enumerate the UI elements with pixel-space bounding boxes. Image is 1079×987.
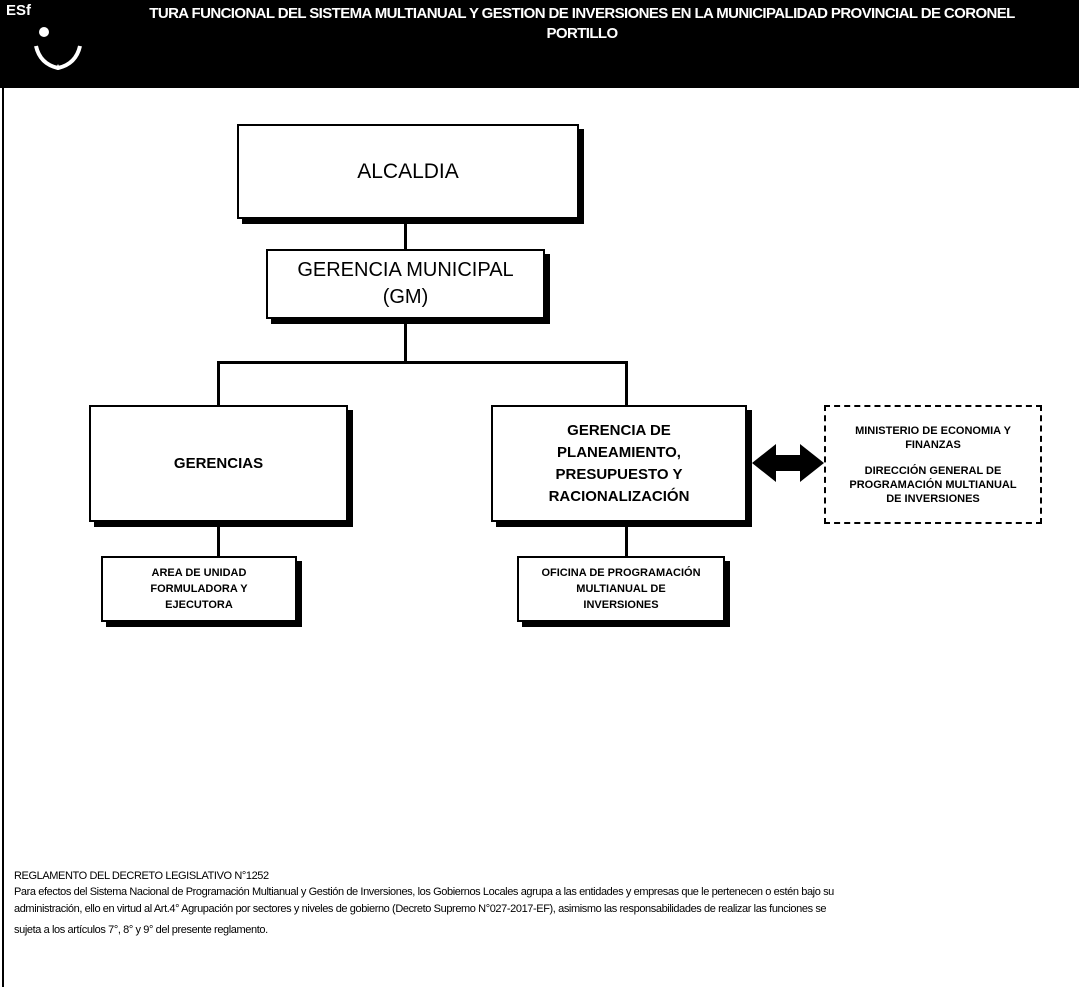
box-gerencia-planeamiento: GERENCIA DE PLANEAMIENTO, PRESUPUESTO Y … [491, 405, 747, 522]
connector-horizontal [217, 361, 628, 364]
header-bar: ESf TURA FUNCIONAL DEL SISTEMA MULTIANUA… [0, 0, 1079, 88]
logo-text: ESf [6, 2, 32, 19]
box-alcaldia: ALCALDIA [237, 124, 579, 219]
label-direccion-general: DIRECCIÓN GENERAL DE PROGRAMACIÓN MULTIA… [849, 464, 1017, 505]
connector-gpp-oficina [625, 522, 628, 556]
connector-gerencias-area [217, 522, 220, 556]
caption-line-3: sujeta a los artículos 7°, 8° y 9° del p… [14, 924, 268, 936]
label-gerencias: GERENCIAS [173, 455, 264, 472]
box-oficina-programacion: OFICINA DE PROGRAMACIÓN MULTIANUAL DE IN… [517, 556, 725, 622]
page-title: TURA FUNCIONAL DEL SISTEMA MULTIANUAL Y … [92, 4, 1072, 44]
label-gerencia-municipal: GERENCIA MUNICIPAL (GM) [297, 259, 514, 308]
page-title-line1: TURA FUNCIONAL DEL SISTEMA MULTIANUAL Y … [149, 5, 1015, 22]
label-alcaldia: ALCALDIA [357, 159, 459, 183]
caption-body: Para efectos del Sistema Nacional de Pro… [14, 884, 1074, 939]
box-gerencia-municipal: GERENCIA MUNICIPAL (GM) [266, 249, 545, 319]
connector-to-gpp [625, 361, 628, 405]
emblem-icon [34, 27, 82, 71]
box-gerencias: GERENCIAS [89, 405, 348, 522]
connector-to-gerencias [217, 361, 220, 405]
connector-gm-down [404, 318, 407, 363]
double-arrow-icon [752, 444, 824, 482]
caption-line-2: administración, ello en virtud al Art.4°… [14, 903, 827, 915]
box-area-unidad: AREA DE UNIDAD FORMULADORA Y EJECUTORA [101, 556, 297, 622]
label-oficina-programacion: OFICINA DE PROGRAMACIÓN MULTIANUAL DE IN… [541, 567, 701, 611]
page-title-line2: PORTILLO [546, 25, 618, 42]
label-area-unidad: AREA DE UNIDAD FORMULADORA Y EJECUTORA [150, 567, 248, 611]
page-frame-left [2, 88, 4, 987]
label-gerencia-planeamiento: GERENCIA DE PLANEAMIENTO, PRESUPUESTO Y … [548, 421, 690, 505]
box-ministerio: MINISTERIO DE ECONOMIA Y FINANZAS DIRECC… [824, 405, 1042, 524]
caption-title: REGLAMENTO DEL DECRETO LEGISLATIVO N°125… [14, 870, 269, 882]
label-ministerio: MINISTERIO DE ECONOMIA Y FINANZAS [855, 424, 1011, 451]
connector-alcaldia-gm [404, 219, 407, 251]
caption-line-1: Para efectos del Sistema Nacional de Pro… [14, 886, 834, 898]
